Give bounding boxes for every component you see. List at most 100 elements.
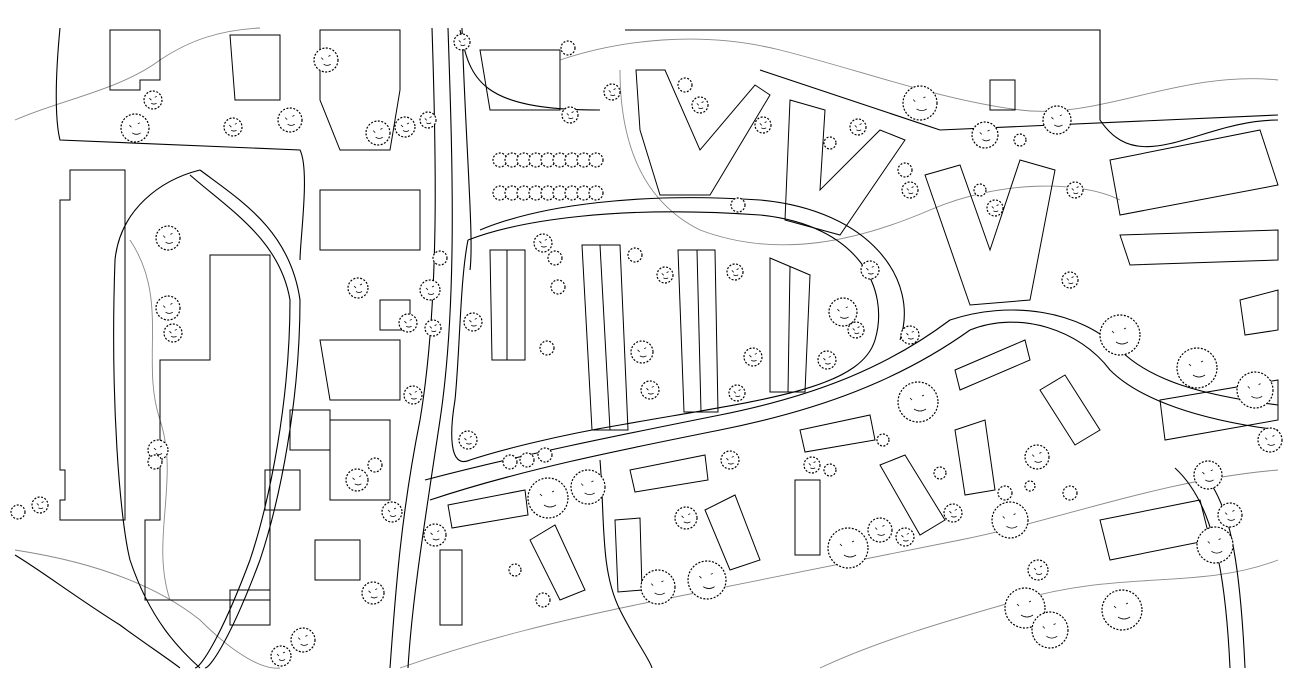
tree-icon	[223, 117, 243, 137]
tree-icon	[823, 136, 837, 150]
building-north-1	[635, 69, 771, 196]
tree-icon	[155, 225, 181, 251]
tree-icon	[1013, 133, 1027, 147]
tree-icon	[398, 313, 418, 333]
tree-icon	[867, 517, 893, 543]
tree-icon	[897, 381, 939, 423]
tree-icon	[394, 116, 416, 138]
tree-icon	[290, 627, 316, 653]
tree-icon	[943, 503, 963, 523]
tree-icon	[365, 120, 391, 146]
tree-icon	[730, 197, 746, 213]
tree-icon	[728, 384, 746, 402]
tree-icon	[570, 469, 606, 505]
tree-icon	[519, 452, 535, 468]
tree-icon	[687, 560, 727, 600]
tree-icon	[677, 77, 693, 93]
building-row-4	[769, 257, 811, 393]
tree-icon	[1031, 611, 1069, 649]
tree-icon	[933, 466, 947, 480]
tree-icon	[1217, 502, 1243, 528]
tree-icon	[627, 247, 643, 263]
tree-icon	[1024, 480, 1036, 492]
tree-icon	[656, 266, 674, 284]
tree-icon	[900, 325, 920, 345]
tree-icon	[603, 83, 621, 101]
tree-icon	[895, 527, 915, 547]
tree-icon	[823, 463, 837, 477]
tree-icon	[163, 323, 183, 343]
tree-icon	[361, 581, 385, 605]
tree-icon	[10, 504, 26, 520]
tree-icon	[897, 162, 913, 178]
tree-icon	[1027, 559, 1049, 581]
trees	[10, 33, 1283, 667]
tree-icon	[991, 501, 1029, 539]
tree-icon	[1193, 460, 1223, 490]
tree-icon	[640, 380, 660, 400]
tree-icon	[1176, 347, 1218, 389]
tree-icon	[997, 485, 1013, 501]
tree-icon	[743, 347, 763, 367]
building-long-center	[144, 254, 271, 601]
tree-icon	[817, 350, 837, 370]
tree-icon	[1004, 587, 1046, 629]
building-row-1	[489, 249, 526, 361]
tree-icon	[1062, 485, 1078, 501]
tree-icon	[1099, 314, 1141, 356]
tree-icon	[453, 33, 471, 51]
tree-icon	[537, 447, 553, 463]
tree-icon	[1061, 271, 1079, 289]
tree-icon	[270, 645, 292, 667]
tree-icon	[547, 250, 563, 266]
building-north-3	[924, 159, 1056, 306]
tree-icon	[432, 250, 448, 266]
tree-icon	[527, 477, 569, 519]
tree-icon	[1196, 526, 1234, 564]
tree-icon	[691, 96, 709, 114]
tree-icon	[726, 263, 744, 281]
tree-icon	[381, 501, 403, 523]
tree-icon	[419, 279, 441, 301]
tree-icon	[31, 496, 49, 514]
tree-icon	[847, 321, 865, 339]
tree-icon	[1066, 181, 1084, 199]
tree-icon	[1236, 371, 1274, 409]
tree-icon	[424, 319, 442, 337]
tree-icon	[143, 90, 163, 110]
tree-icon	[423, 523, 447, 547]
tree-icon	[155, 295, 181, 321]
tree-icon	[560, 40, 576, 56]
tree-icon	[902, 85, 938, 121]
tree-icon	[367, 457, 383, 473]
tree-icon	[901, 181, 919, 199]
tree-icon	[720, 450, 740, 470]
tree-icon	[561, 106, 579, 124]
tree-icon	[588, 185, 604, 201]
tree-icon	[828, 297, 858, 327]
building-north-2	[784, 99, 906, 236]
tree-icon	[550, 279, 566, 295]
tree-icon	[876, 433, 890, 447]
tree-icon	[1042, 105, 1072, 135]
tree-icon	[588, 152, 604, 168]
tree-icon	[539, 340, 555, 356]
tree-icon	[1024, 444, 1050, 470]
tree-icon	[630, 340, 654, 364]
tree-icon	[463, 312, 483, 332]
tree-icon	[827, 527, 869, 569]
tree-icon	[419, 111, 437, 129]
tree-icon	[973, 183, 987, 197]
building-long-left	[59, 169, 126, 521]
tree-icon	[849, 118, 867, 136]
tree-icon	[313, 47, 339, 73]
tree-icon	[502, 454, 518, 470]
tree-icon	[535, 592, 551, 608]
tree-icon	[803, 456, 821, 474]
tree-icon	[1101, 589, 1143, 631]
tree-icon	[674, 506, 698, 530]
tree-icon	[971, 121, 999, 149]
tree-icon	[458, 430, 478, 450]
tree-icon	[1257, 427, 1283, 453]
